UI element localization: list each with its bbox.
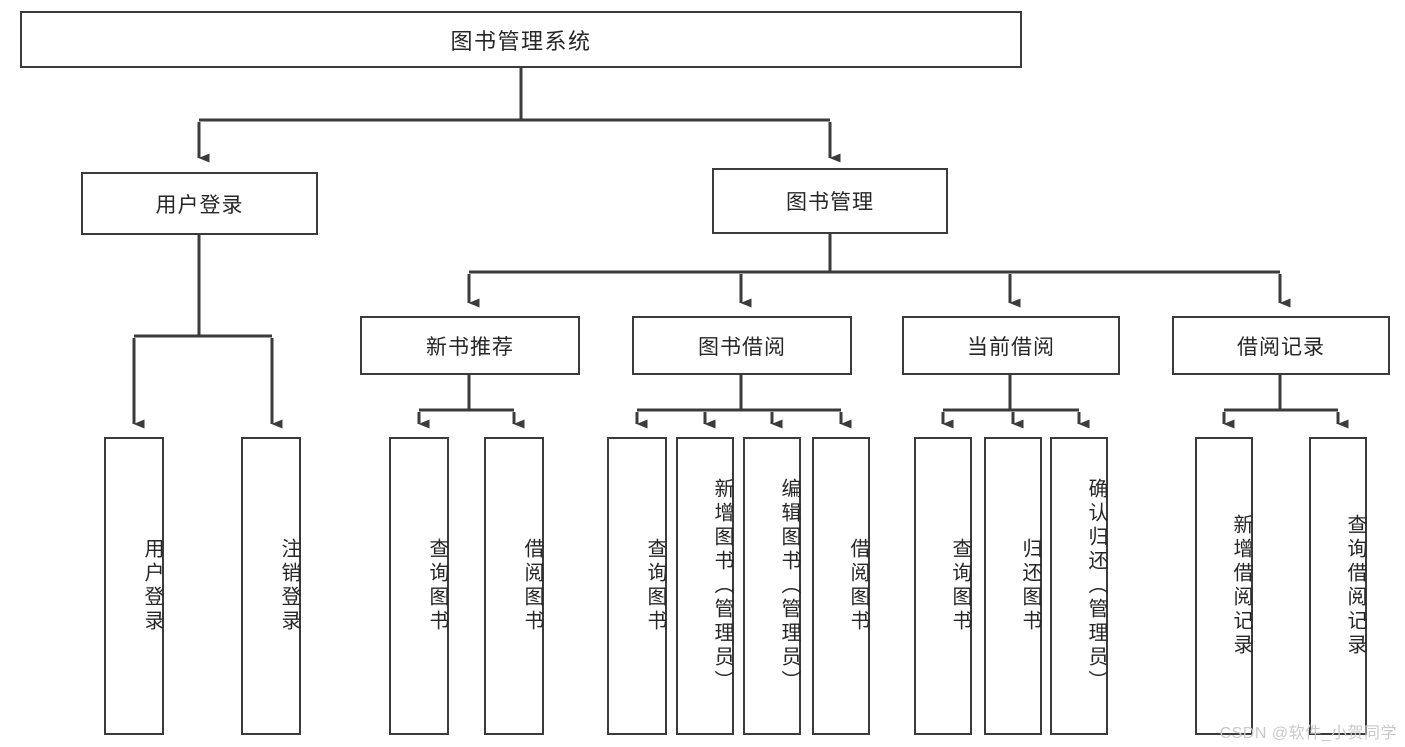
leaf-logout-login[interactable]: 注销登录 bbox=[241, 437, 301, 735]
leaf-add-borrow-record[interactable]: 新增借阅记录 bbox=[1195, 437, 1253, 735]
leaf-query-book-borrow[interactable]: 查询图书 bbox=[607, 437, 667, 735]
leaf-user-login[interactable]: 用户登录 bbox=[104, 437, 164, 735]
leaf-query-borrow-record[interactable]: 查询借阅记录 bbox=[1309, 437, 1367, 735]
leaf-confirm-return-admin[interactable]: 确认归还（管理员） bbox=[1050, 437, 1108, 735]
node-book-management[interactable]: 图书管理 bbox=[712, 168, 948, 234]
node-current-borrow[interactable]: 当前借阅 bbox=[902, 316, 1120, 375]
leaf-query-book-current[interactable]: 查询图书 bbox=[914, 437, 972, 735]
leaf-borrow-book[interactable]: 借阅图书 bbox=[812, 437, 870, 735]
node-root[interactable]: 图书管理系统 bbox=[20, 11, 1022, 68]
watermark: CSDN @软件_小贺同学 bbox=[1219, 725, 1397, 742]
node-new-book-recommend[interactable]: 新书推荐 bbox=[360, 316, 580, 375]
leaf-return-book[interactable]: 归还图书 bbox=[984, 437, 1042, 735]
leaf-edit-book-admin[interactable]: 编辑图书（管理员） bbox=[743, 437, 801, 735]
leaf-add-book-admin[interactable]: 新增图书（管理员） bbox=[676, 437, 734, 735]
node-book-borrow[interactable]: 图书借阅 bbox=[632, 316, 852, 375]
leaf-query-book-new[interactable]: 查询图书 bbox=[389, 437, 449, 735]
node-user-login[interactable]: 用户登录 bbox=[81, 172, 318, 235]
leaf-borrow-book-new[interactable]: 借阅图书 bbox=[484, 437, 544, 735]
node-borrow-record[interactable]: 借阅记录 bbox=[1172, 316, 1390, 375]
